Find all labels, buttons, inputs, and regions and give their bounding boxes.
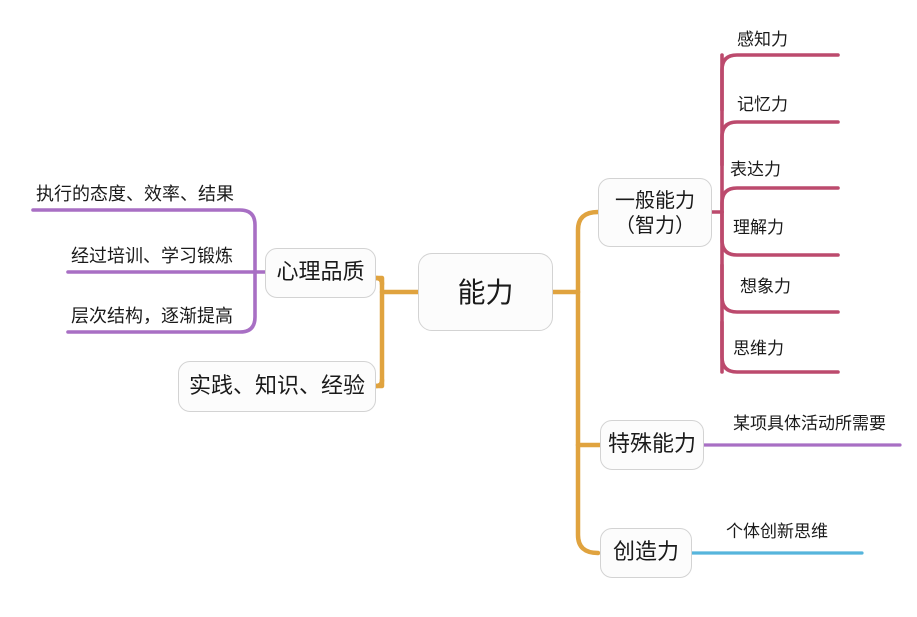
leaf-training-learning-exercise-label: 经过培训、学习锻炼	[71, 246, 233, 267]
leaf-individual-innovative-thinking-label: 个体创新思维	[726, 522, 828, 542]
node-creativity-label: 创造力	[612, 540, 679, 566]
orange-left-connectors	[373, 275, 421, 389]
leaf-required-by-specific-activity-label: 某项具体活动所需要	[733, 414, 886, 434]
leaf-hierarchical-structure-gradual-improvement: 层次结构，逐渐提高	[71, 302, 233, 328]
node-psychological-qualities-label: 心理品质	[276, 260, 365, 286]
leaf-required-by-specific-activity: 某项具体活动所需要	[733, 409, 886, 434]
orange-left-spine	[373, 275, 385, 389]
leaf-imagination-label: 想象力	[740, 277, 791, 297]
orange-left-spine-curve-bottom	[373, 377, 385, 389]
node-general-ability[interactable]: 一般能力 （智力）	[598, 178, 712, 247]
leaf-imagination: 想象力	[740, 272, 791, 297]
leaf-perception-label: 感知力	[737, 30, 788, 50]
leaf-thinking: 思维力	[733, 334, 784, 359]
leaf-individual-innovative-thinking: 个体创新思维	[726, 517, 828, 542]
leaf-expression: 表达力	[730, 155, 781, 180]
leaf-comprehension-label: 理解力	[733, 218, 784, 238]
orange-right-connectors	[550, 209, 603, 556]
node-center-ability[interactable]: 能力	[418, 253, 553, 331]
pink-branch-3	[720, 186, 840, 214]
leaf-memory-label: 记忆力	[737, 95, 788, 115]
leaf-training-learning-exercise: 经过培训、学习锻炼	[71, 242, 233, 268]
node-center-ability-label: 能力	[457, 275, 514, 309]
node-special-ability-label: 特殊能力	[607, 432, 696, 458]
leaf-execution-attitude-efficiency-result-label: 执行的态度、效率、结果	[36, 184, 234, 205]
node-general-ability-label: 一般能力 （智力）	[615, 187, 695, 237]
leaf-comprehension: 理解力	[733, 213, 784, 238]
leaf-expression-label: 表达力	[730, 160, 781, 180]
orange-left-spine-curve-top	[373, 275, 385, 287]
node-practice-knowledge-experience[interactable]: 实践、知识、经验	[178, 361, 376, 412]
node-special-ability[interactable]: 特殊能力	[600, 420, 704, 470]
orange-right-spine	[575, 209, 601, 556]
leaf-hierarchical-structure-gradual-improvement-label: 层次结构，逐渐提高	[71, 306, 233, 327]
leaf-execution-attitude-efficiency-result: 执行的态度、效率、结果	[36, 180, 234, 206]
node-creativity[interactable]: 创造力	[600, 528, 692, 578]
leaf-perception: 感知力	[737, 25, 788, 50]
leaf-thinking-label: 思维力	[733, 339, 784, 359]
node-psychological-qualities[interactable]: 心理品质	[265, 248, 376, 298]
leaf-memory: 记忆力	[737, 90, 788, 115]
node-practice-knowledge-experience-label: 实践、知识、经验	[188, 373, 365, 399]
